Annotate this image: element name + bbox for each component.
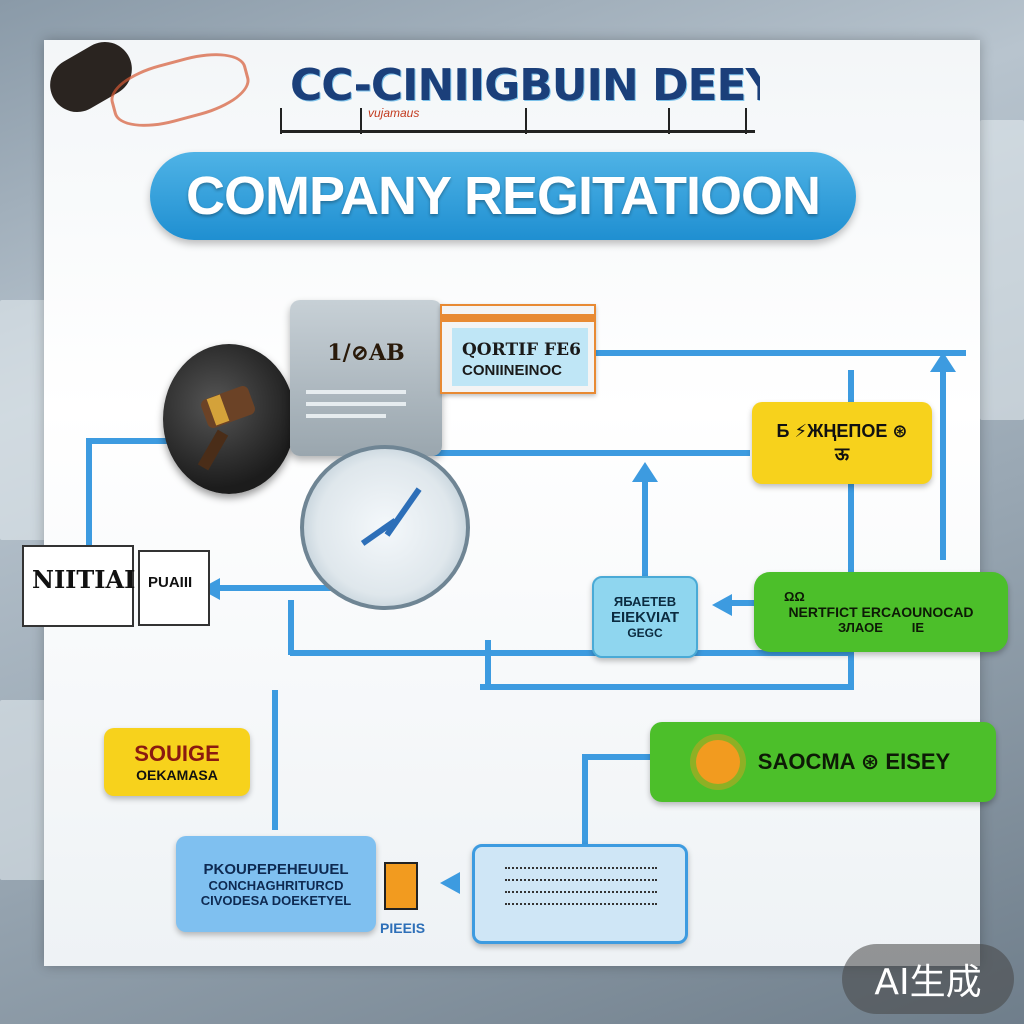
document-card-label: PUAIII <box>148 574 193 591</box>
yellow-step-node: Б ⚡ЖҢЕПОЕ ⊛ ऊ <box>752 402 932 484</box>
green-step-line2: NERTFICT ERCAOUNOCAD <box>788 604 974 620</box>
form-node <box>472 844 688 944</box>
arrow-up-icon <box>632 462 658 482</box>
certificate-line1: QORTIF FE6 <box>462 340 581 360</box>
gavel-icon <box>163 344 295 494</box>
cyan-step-line3: GEGC <box>627 626 663 640</box>
document-box: 1/⊘AB <box>290 300 442 456</box>
connector-line <box>86 438 176 444</box>
green-step-node: ΩΩ NERTFICT ERCAOUNOCAD ЗЛАОЕ IE <box>754 572 1008 652</box>
header-subtitle: vujamaus <box>368 106 420 120</box>
folder-icon <box>384 862 418 910</box>
connector-line <box>940 360 946 560</box>
connector-line <box>288 600 294 655</box>
connector-line <box>848 370 854 690</box>
header-title: CC-CINIIGBUIN DEEY <box>290 60 760 111</box>
green-wide-label: SAOCMA ⊛ EISEY <box>757 749 951 774</box>
connector-line <box>272 690 278 830</box>
connector-line <box>730 600 755 606</box>
yellow-source-line1: SOUIGE <box>134 741 220 766</box>
arrow-up-icon <box>930 352 956 372</box>
title-banner: COMPANY REGITATIOON <box>150 152 856 240</box>
green-wide-node: SAOCMA ⊛ EISEY <box>650 722 996 802</box>
arrow-left-icon <box>712 594 732 616</box>
connector-line <box>360 450 750 456</box>
green-step-line3: ЗЛАОЕ IE <box>837 620 925 635</box>
ai-generated-badge: AI生成 <box>842 944 1014 1014</box>
document-box-label: 1/⊘AB <box>327 340 405 366</box>
green-step-line1: ΩΩ <box>784 589 805 604</box>
yellow-step-line2: ऊ <box>834 443 850 464</box>
timeline-line <box>280 130 755 133</box>
connector-line <box>220 585 350 591</box>
background-paper-scrap <box>980 120 1024 420</box>
document-card-label: NIITIAI <box>32 565 136 594</box>
blue-procedure-line3: CIVODESA DOEKETYEL <box>200 892 352 908</box>
cyan-step-line2: ЕIEKVIAT <box>610 609 680 626</box>
timeline-tick <box>360 108 362 134</box>
document-card: PUAIII <box>138 550 210 626</box>
yellow-step-line1: Б ⚡ЖҢЕПОЕ ⊛ <box>776 420 908 441</box>
connector-line <box>485 640 491 690</box>
document-card: NIITIAI <box>22 545 136 627</box>
connector-line <box>582 754 652 760</box>
cyan-step-line1: ЯБАЕТЕВ <box>613 594 677 609</box>
connector-line <box>642 470 648 580</box>
timeline-tick <box>280 108 282 134</box>
form-rows <box>501 861 661 931</box>
arrow-left-icon <box>440 872 460 894</box>
timeline-tick <box>745 108 747 134</box>
connector-line <box>480 684 850 690</box>
connector-line <box>596 350 966 356</box>
connector-line <box>86 440 92 585</box>
cyan-step-node: ЯБАЕТЕВ ЕIEKVIAT GEGC <box>592 576 698 658</box>
timeline-tick <box>668 108 670 134</box>
timeline-tick <box>525 108 527 134</box>
yellow-source-line2: OEKAMASA <box>136 767 218 783</box>
certificate-card: QORTIF FE6 CONIINEINOC <box>440 304 596 394</box>
sun-icon <box>695 740 740 784</box>
banner-label: COMPANY REGITATIOON <box>185 166 821 226</box>
clock-icon <box>300 445 470 610</box>
bottom-small-label: PIEEIS <box>380 920 426 936</box>
certificate-line2: CONIINEINOC <box>462 362 563 379</box>
blue-procedure-line1: PKOUPEPEHEUUEL <box>203 860 349 878</box>
yellow-source-node: SOUIGE OEKAMASA <box>104 728 250 796</box>
blue-procedure-line2: CONCHAGHRITURCD <box>208 877 344 893</box>
connector-line <box>582 756 588 846</box>
blue-procedure-node: PKOUPEPEHEUUEL CONCHAGHRITURCD CIVODESA … <box>176 836 376 932</box>
connector-line <box>290 650 850 656</box>
